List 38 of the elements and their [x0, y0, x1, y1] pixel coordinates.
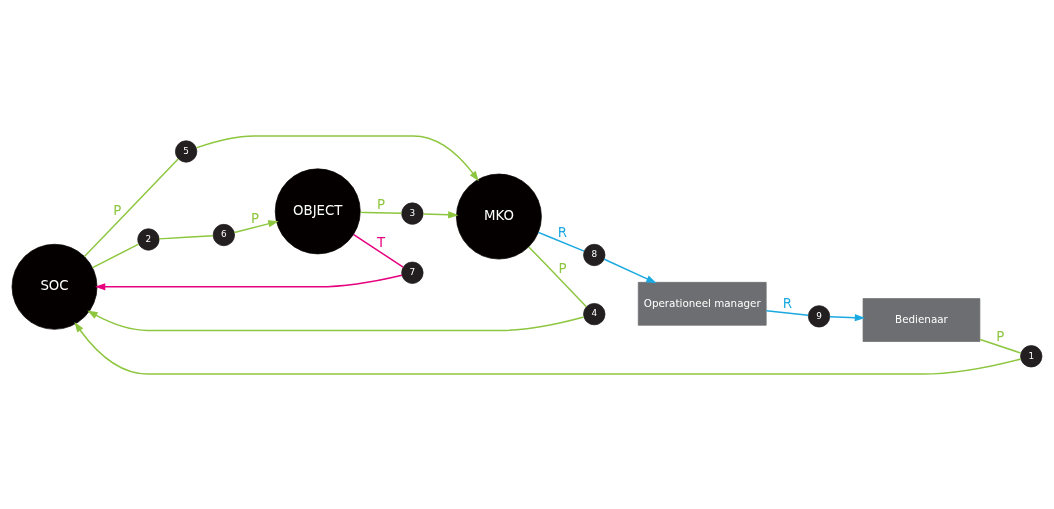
connector: [979, 338, 1022, 354]
node-circle: OBJECT: [274, 168, 361, 254]
connector: [353, 233, 404, 268]
node-box: Operationeel manager: [637, 281, 767, 326]
arrow: [233, 219, 279, 233]
node-circle: 5: [175, 139, 198, 163]
edge-label: P: [376, 196, 385, 212]
node-circle: 3: [401, 202, 424, 225]
arrow: [87, 309, 585, 331]
connector: [528, 245, 588, 307]
node-circle: 8: [583, 243, 606, 266]
connector: [158, 234, 214, 240]
node-box: Bedienaar: [862, 297, 981, 342]
node-circle: 7: [401, 261, 424, 284]
connector: [83, 157, 179, 257]
arrow: [74, 321, 1022, 375]
connector: [359, 211, 403, 214]
arrow: [422, 210, 459, 218]
edge-label: P: [996, 328, 1005, 344]
arrow: [603, 258, 657, 283]
edge-label: R: [782, 295, 792, 311]
node-circle: 4: [583, 302, 606, 325]
connector: [91, 242, 140, 268]
arrow: [195, 134, 479, 181]
node-circle: 9: [807, 304, 831, 327]
connector: [765, 309, 809, 316]
node-circle: 6: [212, 223, 235, 246]
arrow: [94, 273, 403, 290]
edge-label: T: [376, 234, 386, 250]
node-circle: MKO: [456, 173, 542, 259]
arrow: [829, 313, 866, 321]
node-circle: 1: [1020, 344, 1043, 367]
edge-label: P: [113, 202, 122, 218]
node-circle: 2: [137, 227, 160, 251]
connector: [537, 231, 585, 252]
edge-label: R: [557, 224, 568, 240]
edge-label: P: [558, 260, 567, 276]
edge-label: P: [250, 210, 259, 226]
